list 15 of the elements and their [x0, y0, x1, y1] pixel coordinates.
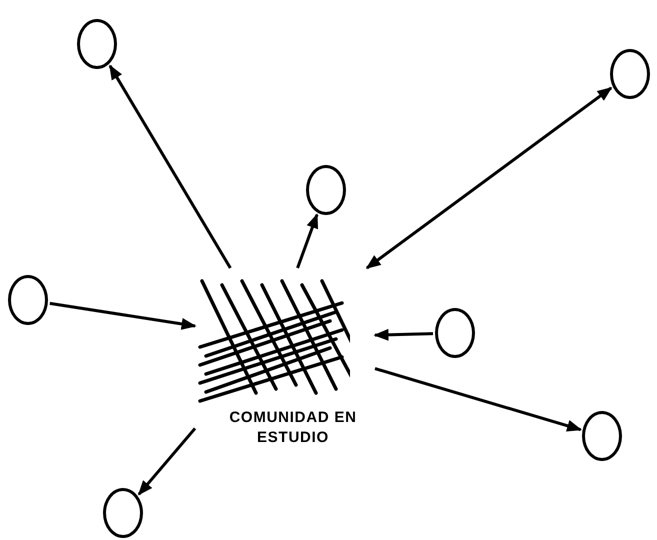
arrow: [374, 328, 434, 341]
arrow: [374, 367, 582, 432]
arrow: [296, 213, 318, 269]
circle: [103, 488, 143, 538]
circle: [435, 308, 475, 358]
circle: [610, 49, 650, 99]
arrow: [50, 302, 196, 330]
arrow: [138, 427, 196, 496]
circle: [306, 165, 346, 215]
circle: [8, 275, 48, 325]
arrow: [366, 86, 612, 270]
circle: [582, 411, 622, 461]
community-label: COMUNIDAD EN ESTUDIO: [228, 408, 358, 448]
arrow: [108, 64, 232, 269]
circle: [77, 19, 117, 69]
